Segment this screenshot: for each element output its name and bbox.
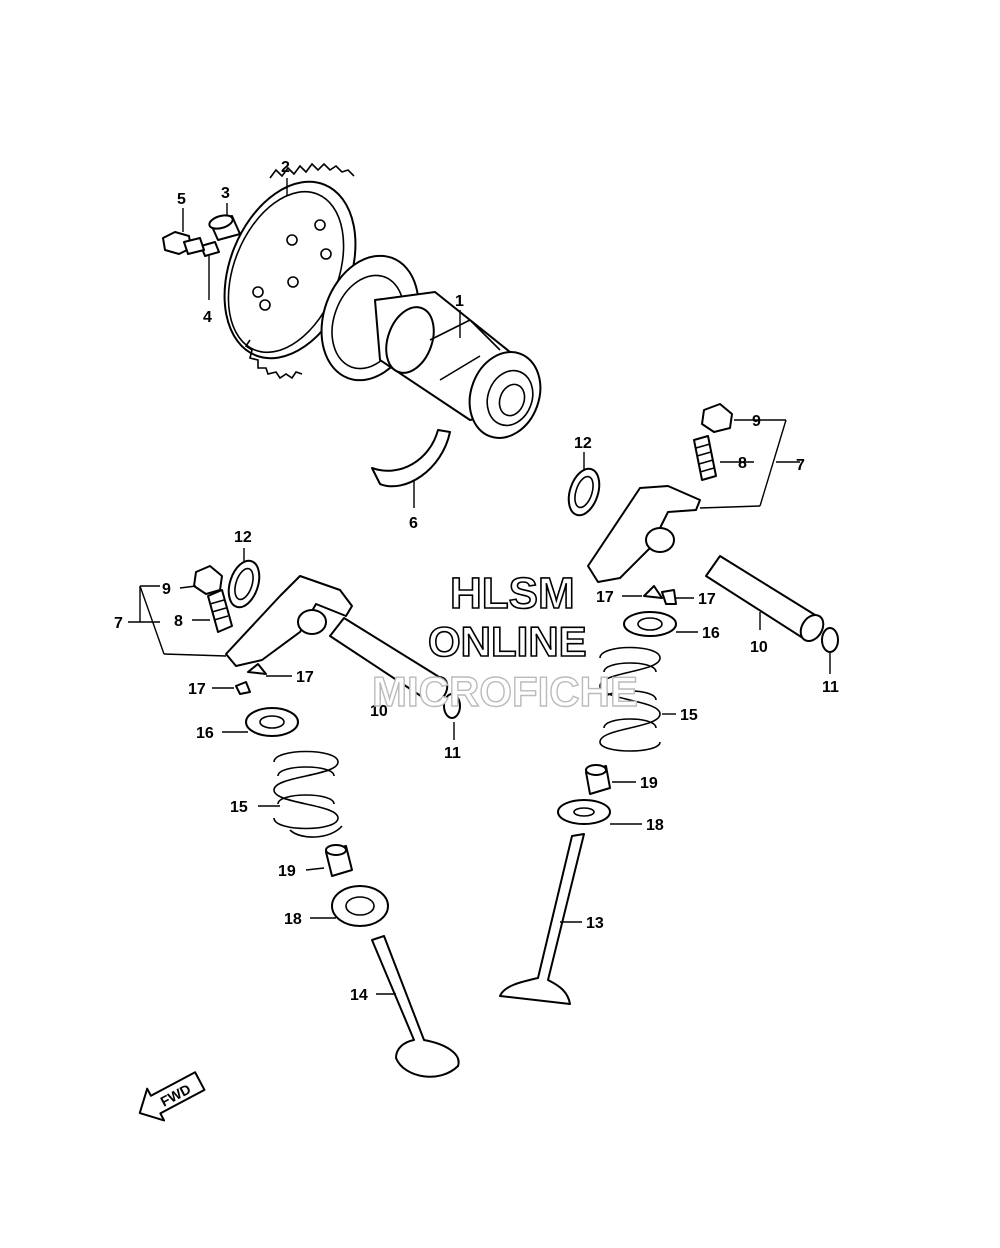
fwd-arrow-icon: FWD bbox=[138, 1071, 206, 1122]
intake-valve bbox=[371, 935, 460, 1078]
valve-cotter-left bbox=[235, 663, 267, 695]
valve-spring-left bbox=[273, 750, 343, 838]
callout-15-left: 15 bbox=[230, 799, 248, 816]
callout-9-right: 9 bbox=[752, 413, 761, 430]
watermark-line1: HLSM bbox=[450, 569, 575, 618]
callout-7-left: 7 bbox=[114, 615, 123, 632]
callout-17-right-a: 17 bbox=[596, 589, 614, 606]
rocker-shaft-left bbox=[329, 617, 449, 705]
watermark: HLSM ONLINE MICROFICHE bbox=[371, 568, 638, 716]
lock-nut-left bbox=[193, 565, 223, 595]
callout-11-right: 11 bbox=[822, 679, 839, 696]
callout-16-left: 16 bbox=[196, 725, 214, 742]
callout-19-left: 19 bbox=[278, 863, 296, 880]
callout-2: 2 bbox=[281, 159, 290, 176]
callout-18-right: 18 bbox=[646, 817, 664, 834]
sprocket-bolt bbox=[162, 231, 205, 255]
spring-seat-right bbox=[557, 799, 611, 825]
o-ring-right-lower bbox=[821, 627, 839, 653]
callout-10-right: 10 bbox=[750, 639, 768, 656]
spring-retainer-left bbox=[245, 707, 299, 737]
exhaust-valve bbox=[499, 833, 585, 1005]
callout-12-right: 12 bbox=[574, 435, 592, 452]
callout-7-right: 7 bbox=[796, 457, 805, 474]
watermark-line3: MICROFICHE bbox=[372, 668, 638, 715]
callout-14: 14 bbox=[350, 987, 368, 1004]
callout-19-right: 19 bbox=[640, 775, 658, 792]
valve-cotter-right bbox=[643, 585, 677, 605]
dowel-pin bbox=[208, 214, 241, 241]
callout-15-right: 15 bbox=[680, 707, 698, 724]
callout-16-right: 16 bbox=[702, 625, 720, 642]
callout-4: 4 bbox=[203, 309, 212, 326]
camshaft bbox=[320, 254, 542, 439]
callout-18-left: 18 bbox=[284, 911, 302, 928]
callout-8-left: 8 bbox=[174, 613, 183, 630]
valve-stem-seal-left bbox=[325, 844, 353, 877]
spring-retainer-right bbox=[623, 611, 677, 637]
o-ring-left-lower bbox=[443, 693, 461, 719]
adjust-screw-left bbox=[207, 589, 233, 633]
rocker-arm-right bbox=[587, 485, 701, 583]
callout-8-right: 8 bbox=[738, 455, 747, 472]
lock-nut-right bbox=[701, 403, 733, 433]
rocker-arm-left bbox=[225, 575, 353, 667]
callout-11-left: 11 bbox=[444, 745, 461, 762]
callout-labels: 2 3 5 4 1 6 9 8 7 12 17 17 16 10 11 15 1… bbox=[114, 159, 839, 1004]
rocker-shaft-right bbox=[705, 555, 825, 643]
callout-17-left-a: 17 bbox=[296, 669, 314, 686]
callout-5: 5 bbox=[177, 191, 186, 208]
adjust-screw-right bbox=[693, 435, 717, 481]
o-ring-right-upper bbox=[567, 467, 601, 517]
valve-spring-right bbox=[599, 646, 661, 752]
callout-10-left: 10 bbox=[370, 703, 388, 720]
spring-seat-left bbox=[331, 885, 389, 927]
callout-9-left: 9 bbox=[162, 581, 171, 598]
watermark-line2: ONLINE bbox=[428, 618, 587, 665]
callout-17-left-b: 17 bbox=[188, 681, 206, 698]
callout-3: 3 bbox=[221, 185, 230, 202]
valve-stem-seal-right bbox=[585, 764, 611, 795]
callout-17-right-b: 17 bbox=[698, 591, 716, 608]
callout-1: 1 bbox=[455, 293, 464, 310]
o-ring-left-upper bbox=[227, 559, 261, 609]
callout-12-left: 12 bbox=[234, 529, 252, 546]
callout-13: 13 bbox=[586, 915, 604, 932]
small-pin bbox=[200, 241, 220, 257]
leader-lines bbox=[128, 178, 831, 995]
callout-6: 6 bbox=[409, 515, 418, 532]
camshaft-thrust-plate bbox=[371, 429, 451, 488]
